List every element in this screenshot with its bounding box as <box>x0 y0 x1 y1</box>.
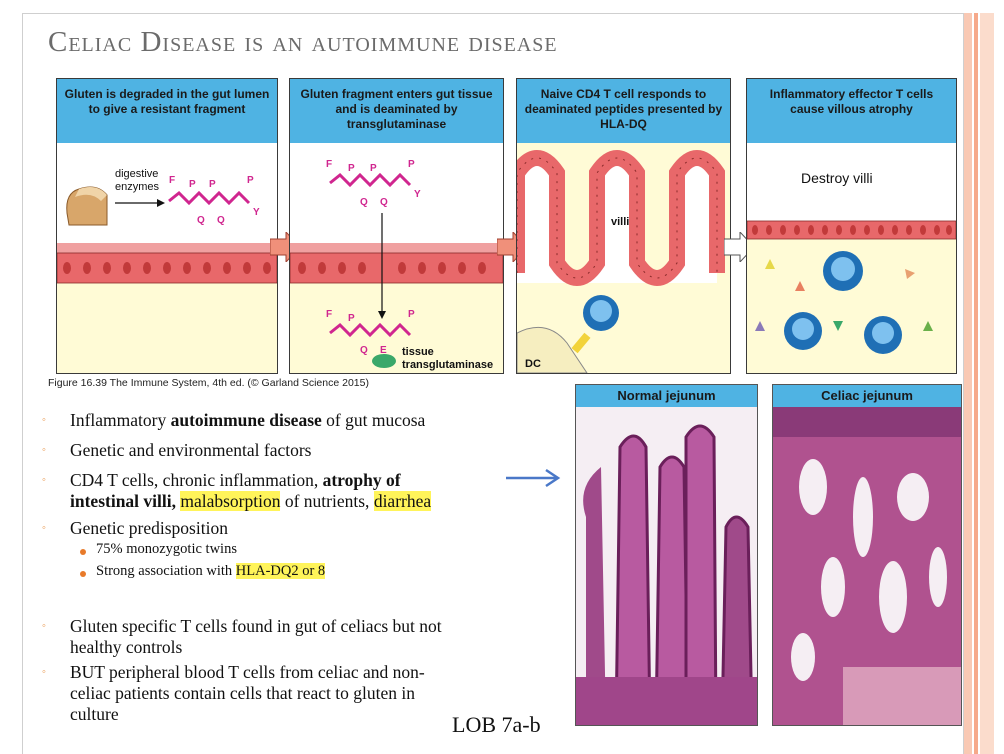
sub-bullet-1: 75% monozygotic twins <box>96 541 237 557</box>
slide-frame <box>22 13 964 754</box>
micrograph-header: Normal jejunum <box>576 385 757 407</box>
residue-label: P <box>348 313 355 324</box>
micrograph-header: Celiac jejunum <box>773 385 961 407</box>
celiac-jejunum-image: Celiac jejunum <box>772 384 962 726</box>
lob-label: LOB 7a-b <box>452 712 541 737</box>
panel-header-text: Inflammatory effector T cells cause vill… <box>769 87 934 116</box>
panel-header-text: Gluten is degraded in the gut lumen to g… <box>64 87 270 116</box>
bullet-3: CD4 T cells, chronic inflammation, atrop… <box>70 470 560 512</box>
bullet-5: Gluten specific T cells found in gut of … <box>70 616 442 658</box>
digestive-label: digestive <box>115 168 158 180</box>
bullet-marker: ◦ <box>42 474 46 486</box>
bullet-text: of nutrients, <box>280 491 374 511</box>
sub-bullet-marker <box>80 549 86 555</box>
bullet-text: culture <box>70 704 119 724</box>
transglutaminase-label: transglutaminase <box>402 359 493 371</box>
panel-header: Inflammatory effector T cells cause vill… <box>747 79 956 143</box>
highlighted-text: malabsorption <box>180 491 281 511</box>
highlighted-text: diarrhea <box>373 491 432 511</box>
panel-header: Naive CD4 T cell responds to deaminated … <box>517 79 730 143</box>
residue-label: F <box>326 309 332 320</box>
bullet-marker: ◦ <box>42 444 46 456</box>
destroy-villi-label: Destroy villi <box>801 170 873 186</box>
panel-header-text: Gluten fragment enters gut tissue and is… <box>300 87 493 131</box>
slide-title: Celiac Disease is an autoimmune disease <box>48 26 558 58</box>
panel-body: digestive enzymes F P P P Q Q Y <box>57 143 277 373</box>
bullet-text: Gluten specific T cells found in gut of … <box>70 616 442 636</box>
residue-label: F <box>326 159 332 170</box>
residue-label: P <box>189 179 196 190</box>
residue-label: Q <box>360 345 368 356</box>
residue-label: F <box>169 175 175 186</box>
figure-panel-3: Naive CD4 T cell responds to deaminated … <box>516 78 731 374</box>
panel-body: Destroy villi <box>747 143 956 373</box>
figure-panel-2: Gluten fragment enters gut tissue and is… <box>289 78 504 374</box>
bullet-text: Strong association with <box>96 563 236 579</box>
residue-label: P <box>408 159 415 170</box>
bullet-text: of gut mucosa <box>321 410 426 430</box>
panel-header-text: Naive CD4 T cell responds to deaminated … <box>524 87 723 131</box>
residue-label: Q <box>217 215 225 226</box>
bullet-4: Genetic predisposition <box>70 518 228 538</box>
bullet-1: Inflammatory autoimmune disease of gut m… <box>70 410 425 431</box>
residue-label: Y <box>253 207 260 218</box>
residue-label: P <box>348 163 355 174</box>
transglutaminase-enzyme-icon <box>372 354 396 368</box>
dc-label: DC <box>525 358 541 370</box>
arrow-right-icon <box>506 468 561 488</box>
normal-jejunum-image: Normal jejunum <box>575 384 758 726</box>
residue-label: Q <box>380 197 388 208</box>
figure-panel-4: Inflammatory effector T cells cause vill… <box>746 78 957 374</box>
sub-bullet-marker <box>80 571 86 577</box>
residue-label: Y <box>414 189 421 200</box>
bullet-bold-text: intestinal villi, <box>70 491 176 511</box>
figure-panel-1: Gluten is degraded in the gut lumen to g… <box>56 78 278 374</box>
bullet-2: Genetic and environmental factors <box>70 440 312 460</box>
bullet-marker: ◦ <box>42 666 46 678</box>
bullet-text: CD4 T cells, chronic inflammation, <box>70 470 323 490</box>
bullet-text: BUT peripheral blood T cells from celiac… <box>70 662 425 682</box>
residue-label: Q <box>360 197 368 208</box>
sub-bullet-2: Strong association with HLA-DQ2 or 8 <box>96 563 326 580</box>
panel-header: Gluten fragment enters gut tissue and is… <box>290 79 503 143</box>
bullet-marker: ◦ <box>42 620 46 632</box>
bullet-text: Inflammatory <box>70 410 171 430</box>
residue-label: P <box>408 309 415 320</box>
residue-label: P <box>209 179 216 190</box>
residue-label: E <box>380 345 387 356</box>
residue-label: P <box>370 163 377 174</box>
gluten-peptide <box>329 322 412 338</box>
gluten-peptide <box>329 172 412 188</box>
residue-label: P <box>247 175 254 186</box>
villi-label: villi <box>611 216 629 228</box>
enzymes-label: enzymes <box>115 181 160 193</box>
bullet-text: healthy controls <box>70 637 183 657</box>
bullet-marker: ◦ <box>42 522 46 534</box>
bullet-bold-text: atrophy of <box>322 470 401 490</box>
panel-body: F P P P Q Q Y F P <box>290 143 503 373</box>
bullet-bold-text: autoimmune disease <box>170 410 322 430</box>
decor-stripe <box>980 13 994 754</box>
panel-header: Gluten is degraded in the gut lumen to g… <box>57 79 277 143</box>
tissue-label: tissue <box>402 346 434 358</box>
residue-label: Q <box>197 215 205 226</box>
bread-icon <box>66 186 108 226</box>
bullet-marker: ◦ <box>42 414 46 426</box>
gluten-peptide <box>168 190 251 206</box>
highlighted-text: HLA-DQ2 or 8 <box>235 563 326 579</box>
decor-stripe <box>974 13 978 754</box>
bullet-6: BUT peripheral blood T cells from celiac… <box>70 662 425 725</box>
t-cell-icon <box>583 295 619 331</box>
t-cell-icon <box>784 251 902 354</box>
panel-body: villi DC <box>517 143 730 373</box>
bullet-text: celiac patients contain cells that react… <box>70 683 416 703</box>
figure-caption: Figure 16.39 The Immune System, 4th ed. … <box>48 377 369 389</box>
dendritic-cell-icon <box>517 326 588 373</box>
decor-stripe <box>964 13 972 754</box>
